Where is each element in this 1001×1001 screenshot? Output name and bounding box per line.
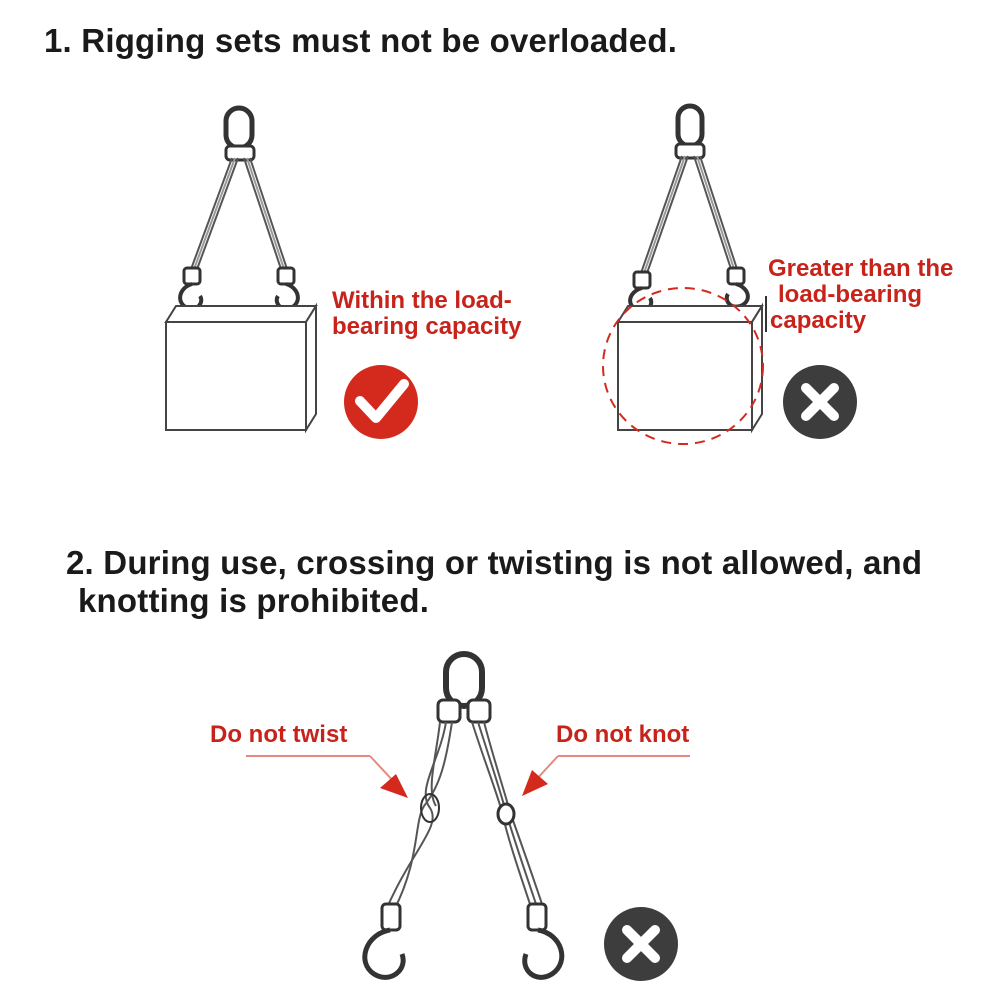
section2-title-line1: 2. During use, crossing or twisting is n… — [66, 544, 923, 581]
cross-badge-overload — [783, 365, 857, 439]
knot-label: Do not knot — [556, 721, 690, 748]
sling-right — [243, 157, 289, 273]
ok-label: Within the load- bearing capacity — [332, 288, 521, 340]
load-box — [616, 302, 764, 434]
master-link — [443, 651, 485, 709]
overload-label-line3: capacity — [770, 307, 867, 334]
overload-label: Greater than the load-bearing capacity — [768, 256, 953, 334]
cross-icon — [622, 925, 660, 963]
ok-label-line1: Within the load- — [332, 287, 512, 314]
check-icon — [355, 379, 409, 423]
twist-arrow — [246, 755, 408, 798]
hook-right — [522, 927, 565, 980]
ok-label-line2: bearing capacity — [332, 313, 522, 340]
sling-left — [189, 157, 239, 273]
hook-right — [274, 282, 300, 311]
twisted-sling — [385, 721, 453, 911]
cross-badge-twist-knot — [604, 907, 678, 981]
twist-label: Do not twist — [210, 721, 348, 748]
rigging-ok-diagram — [164, 105, 318, 434]
sling-right — [693, 155, 739, 273]
knot-arrow — [522, 755, 690, 796]
master-link — [223, 105, 255, 151]
master-link — [675, 103, 705, 149]
knotted-sling — [471, 721, 545, 911]
overload-label-line1: Greater than the — [768, 255, 954, 282]
hook-right — [724, 282, 750, 309]
load-box — [164, 302, 318, 434]
hook-left — [362, 927, 406, 980]
rigging-overload-diagram — [602, 103, 767, 445]
section2-title-line2: knotting is prohibited. — [78, 582, 430, 619]
cross-icon — [801, 383, 839, 421]
overload-label-line2: load-bearing — [778, 281, 923, 308]
sling-left — [639, 155, 689, 277]
check-badge — [344, 365, 418, 439]
section2-title: 2. During use, crossing or twisting is n… — [66, 544, 922, 620]
section1-title: 1. Rigging sets must not be overloaded. — [44, 22, 678, 59]
hook-left — [178, 282, 204, 311]
rigging-twist-knot-diagram — [362, 651, 565, 980]
overload-dashed-circle — [602, 287, 764, 445]
